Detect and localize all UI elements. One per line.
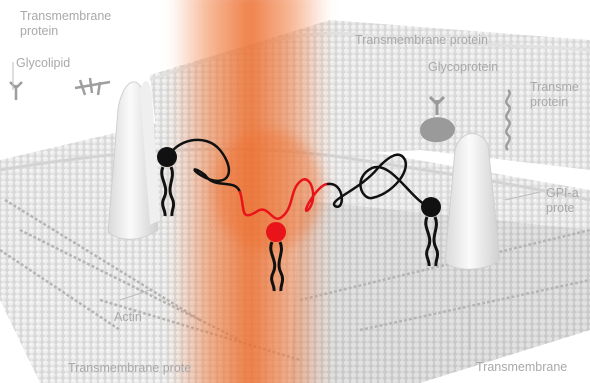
label-glycolipid: Glycolipid bbox=[16, 56, 70, 71]
label-glycoprotein: Glycoprotein bbox=[428, 60, 498, 75]
label-transmembrane-protein-top-center: Transmembrane protein bbox=[355, 33, 488, 48]
label-transmembrane-protein-top-left: Transmembrane protein bbox=[20, 9, 111, 39]
transmembrane-protein-left bbox=[108, 81, 160, 239]
laser-beam bbox=[170, 0, 330, 383]
label-gpi-anchored-protein: GPI-a prote bbox=[546, 186, 579, 216]
label-transmembrane-protein-top-right: Transme protein bbox=[530, 80, 579, 110]
label-transmembrane-protein-bottom-center: Transmembrane prote bbox=[68, 361, 191, 376]
glycolipid bbox=[10, 78, 110, 100]
label-transmembrane-protein-bottom-right: Transmembrane bbox=[476, 360, 567, 375]
label-actin: Actin bbox=[114, 310, 142, 325]
